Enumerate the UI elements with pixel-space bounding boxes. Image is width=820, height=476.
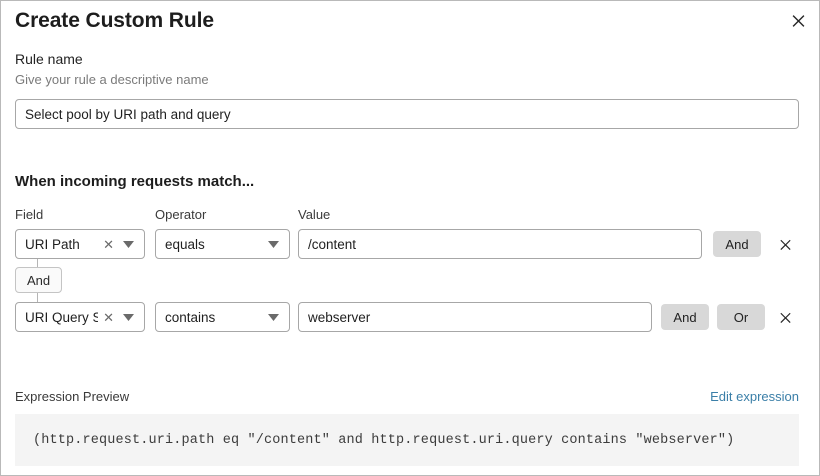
expression-preview-title: Expression Preview: [15, 389, 130, 404]
operator-select[interactable]: equals: [155, 229, 290, 259]
condition-column-headers: Field Operator Value: [1, 207, 819, 223]
expression-preview-header: Expression Preview Edit expression: [15, 389, 799, 404]
condition-row: URI Query St... ✕ contains And Or: [1, 302, 819, 332]
connector-line-bottom: [37, 293, 38, 302]
operator-select[interactable]: contains: [155, 302, 290, 332]
value-input[interactable]: [298, 229, 702, 259]
field-select-value: URI Path: [25, 236, 80, 252]
delete-condition-icon[interactable]: [776, 307, 794, 327]
conditions-heading: When incoming requests match...: [15, 173, 255, 190]
column-header-field: Field: [15, 207, 44, 222]
clear-icon[interactable]: ✕: [103, 309, 114, 325]
add-and-condition-button[interactable]: And: [661, 304, 709, 330]
field-select[interactable]: URI Query St... ✕: [15, 302, 145, 332]
close-icon[interactable]: [786, 8, 810, 32]
rule-name-label: Rule name: [15, 51, 83, 67]
expression-preview-section: Expression Preview Edit expression (http…: [15, 389, 799, 466]
column-header-value: Value: [298, 207, 331, 222]
chevron-down-icon[interactable]: [264, 313, 289, 321]
operator-select-value: contains: [165, 309, 216, 325]
page-title: Create Custom Rule: [15, 9, 214, 32]
chevron-down-icon[interactable]: [119, 240, 144, 248]
condition-connector: And: [15, 259, 135, 305]
value-input[interactable]: [298, 302, 652, 332]
connector-line-top: [37, 259, 38, 267]
edit-expression-link[interactable]: Edit expression: [710, 389, 799, 404]
operator-select-value: equals: [165, 236, 205, 252]
rule-name-block: Rule name Give your rule a descriptive n…: [15, 51, 799, 129]
delete-condition-icon[interactable]: [776, 234, 794, 254]
add-and-condition-button[interactable]: And: [713, 231, 761, 257]
rule-name-input[interactable]: [15, 99, 799, 129]
column-header-operator: Operator: [155, 207, 207, 222]
expression-preview-code: (http.request.uri.path eq "/content" and…: [33, 432, 735, 448]
chevron-down-icon[interactable]: [264, 240, 289, 248]
expression-preview-box: (http.request.uri.path eq "/content" and…: [15, 414, 799, 466]
rule-name-hint: Give your rule a descriptive name: [15, 72, 209, 87]
field-select[interactable]: URI Path ✕: [15, 229, 145, 259]
chevron-down-icon[interactable]: [119, 313, 144, 321]
field-select-value: URI Query St...: [25, 309, 98, 325]
connector-and-badge[interactable]: And: [15, 267, 63, 293]
add-or-condition-button[interactable]: Or: [717, 304, 765, 330]
clear-icon[interactable]: ✕: [103, 236, 114, 252]
rule-name-input-wrap: [15, 99, 799, 129]
condition-row: URI Path ✕ equals And: [1, 229, 819, 259]
